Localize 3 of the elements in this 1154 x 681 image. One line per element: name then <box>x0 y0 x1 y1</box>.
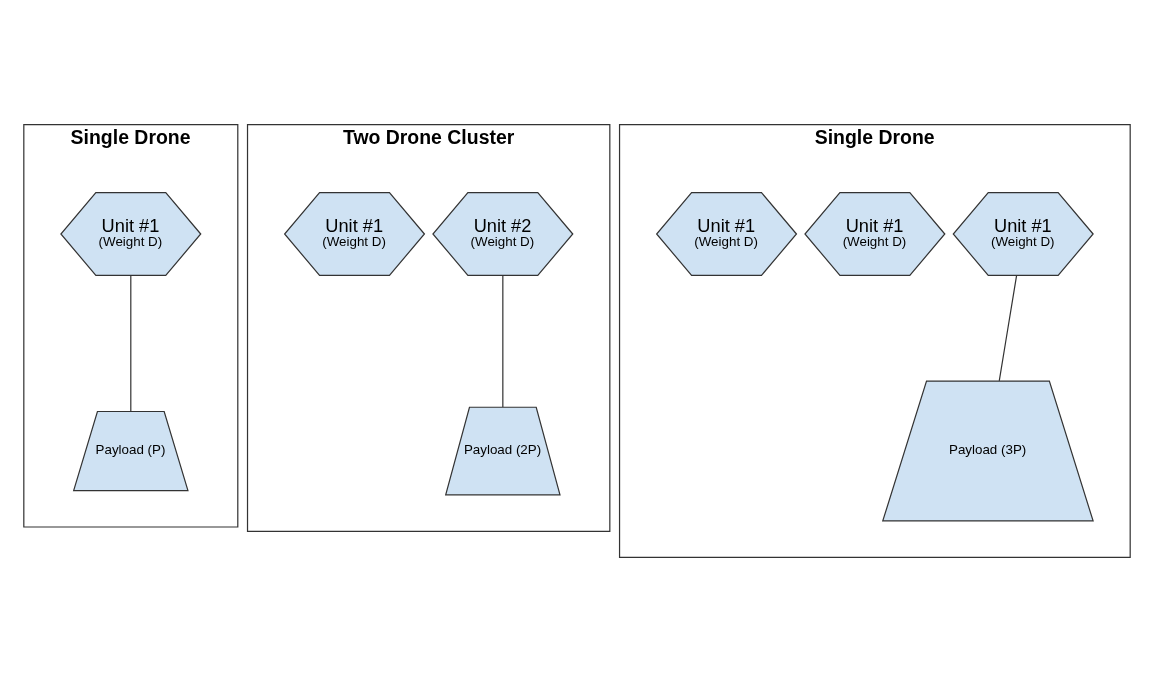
connector <box>502 274 504 408</box>
connector <box>130 274 132 412</box>
connector <box>998 274 1018 382</box>
